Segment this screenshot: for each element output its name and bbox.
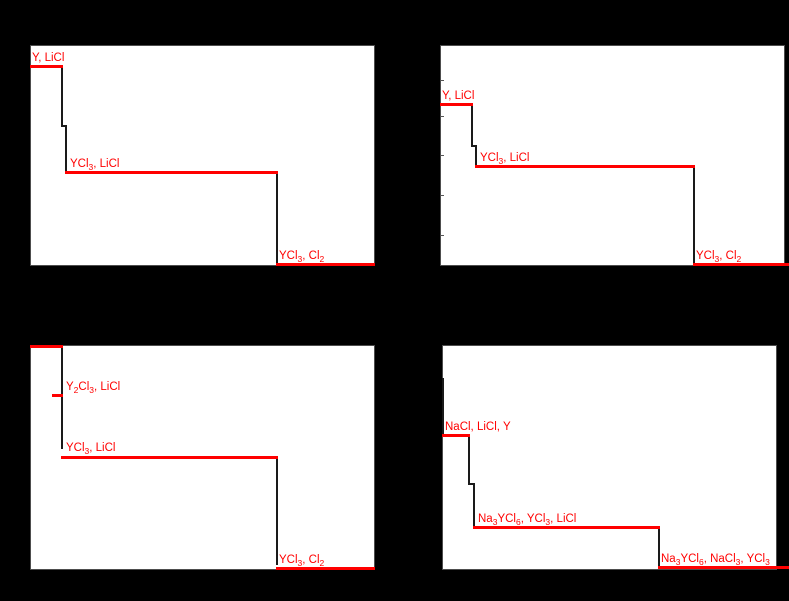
step-connector [693, 166, 695, 265]
plateau-line [52, 394, 63, 397]
y-axis-tick [440, 235, 444, 236]
plateau-line [442, 434, 470, 437]
panel-bottom-right: NaCl, LiCl, Y Na3YCl6, YCl3, LiCl Na3YCl… [442, 345, 789, 570]
step-connector [61, 395, 63, 449]
plateau-label: Na3YCl6, NaCl3, YCl3 [661, 553, 770, 567]
y-axis-tick [440, 155, 444, 156]
y-axis-tick [440, 116, 444, 117]
step-connector [473, 483, 475, 529]
plateau-line [30, 345, 63, 348]
panel-axis-right [374, 45, 375, 266]
plateau-label: Na3YCl6, YCl3, LiCl [478, 513, 577, 527]
step-connector [468, 483, 475, 485]
plateau-label: YCl3, Cl2 [279, 250, 325, 264]
panel-axis-left [442, 345, 443, 570]
panel-axis-bottom [30, 265, 375, 266]
panel-axis-top [440, 45, 785, 46]
panel-axis-bottom [442, 569, 777, 570]
panel-bottom-left: Y2Cl3, LiCl YCl3, LiCl YCl3, Cl2 [30, 345, 375, 570]
plateau-line [30, 65, 63, 68]
panel-top-left: Y, LiCl YCl3, LiCl YCl3, Cl2 [30, 45, 375, 266]
panel-axis-top [30, 345, 375, 346]
panel-axis-right [374, 345, 375, 570]
y-axis-tick [440, 195, 444, 196]
plateau-line [276, 567, 375, 570]
panel-axis-right [776, 345, 777, 570]
plateau-label: YCl3, LiCl [66, 442, 116, 456]
panel-axis-bottom [440, 265, 785, 266]
step-connector [475, 145, 477, 168]
plateau-label: YCl3, Cl2 [696, 250, 742, 264]
step-connector [65, 125, 67, 172]
step-connector [276, 172, 278, 266]
plateau-line [440, 103, 473, 106]
step-connector [442, 378, 444, 436]
plateau-line [693, 263, 789, 266]
panel-axis-top [30, 45, 375, 46]
panel-axis-left [30, 45, 31, 266]
plateau-label: Y, LiCl [442, 90, 475, 102]
plateau-label: YCl3, Cl2 [279, 554, 325, 568]
plateau-label: NaCl, LiCl, Y [445, 421, 511, 433]
step-connector [276, 457, 278, 565]
step-connector [658, 527, 660, 567]
plateau-line [658, 566, 789, 569]
plateau-label: YCl3, LiCl [480, 152, 530, 166]
plateau-label: YCl3, LiCl [70, 158, 120, 172]
panel-axis-left [30, 345, 31, 570]
panel-axis-bottom [30, 569, 375, 570]
plateau-line [65, 171, 278, 174]
step-connector [471, 145, 477, 147]
plateau-label: Y2Cl3, LiCl [66, 381, 121, 395]
panel-axis-right [784, 45, 785, 266]
plateau-line [473, 526, 660, 529]
plateau-label: Y, LiCl [32, 52, 65, 64]
step-connector [471, 105, 473, 146]
plateau-line [475, 165, 695, 168]
plateau-line [61, 456, 278, 459]
step-connector [61, 345, 63, 395]
y-axis-tick [440, 80, 444, 81]
panel-axis-top [442, 345, 777, 346]
plateau-line [276, 263, 375, 266]
step-connector [468, 436, 470, 484]
step-connector [61, 125, 67, 127]
panel-top-right: Y, LiCl YCl3, LiCl YCl3, Cl2 [440, 45, 789, 266]
step-connector [61, 66, 63, 126]
